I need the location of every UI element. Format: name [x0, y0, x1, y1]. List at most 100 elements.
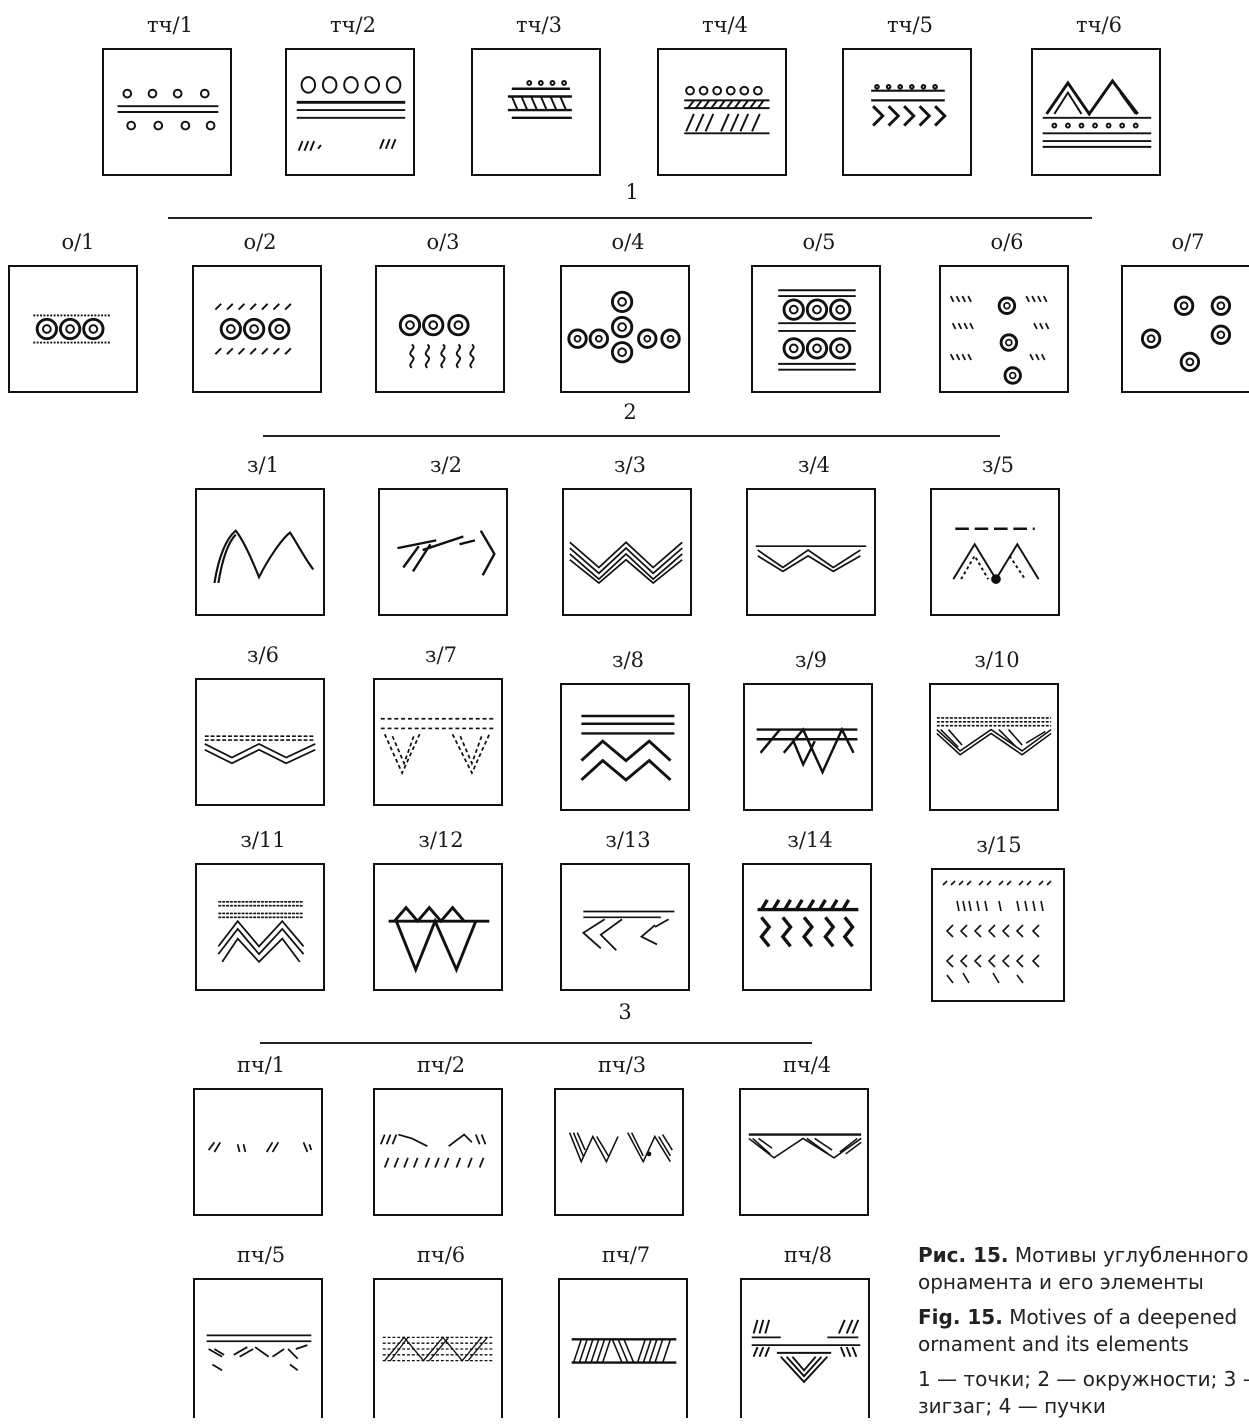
motif-label: о/2	[190, 227, 330, 257]
motif-tch-4: тч/4	[655, 10, 795, 180]
motif-label: тч/3	[469, 10, 609, 40]
motif-label: з/2	[376, 450, 516, 480]
motif-label: з/1	[193, 450, 333, 480]
motif-label: о/7	[1118, 227, 1249, 257]
motif-z-11: з/11	[193, 825, 333, 995]
motif-tch-3: тч/3	[469, 10, 609, 180]
motif-drawing	[929, 683, 1059, 811]
motif-o-5: о/5	[749, 227, 889, 397]
motif-label: пч/6	[371, 1240, 511, 1270]
motif-label: з/8	[558, 645, 698, 675]
motif-drawing	[842, 48, 972, 176]
motif-drawing	[373, 863, 503, 991]
caption-legend: 1 — точки; 2 — окружности; 3 — зигзаг; 4…	[918, 1366, 1249, 1420]
motif-label: тч/1	[100, 10, 240, 40]
motif-label: пч/5	[191, 1240, 331, 1270]
motif-drawing	[195, 863, 325, 991]
motif-label: тч/2	[283, 10, 423, 40]
caption-ru-prefix: Рис. 15.	[918, 1243, 1009, 1267]
caption-english: Fig. 15. Motives of a deepened ornament …	[918, 1304, 1249, 1358]
motif-o-6: о/6	[937, 227, 1077, 397]
motif-label: тч/5	[840, 10, 980, 40]
motif-label: о/5	[749, 227, 889, 257]
motif-label: о/4	[558, 227, 698, 257]
motif-drawing	[931, 868, 1065, 1002]
motif-label: пч/3	[552, 1050, 692, 1080]
motif-z-3: з/3	[560, 450, 700, 620]
motif-z-8: з/8	[558, 645, 698, 815]
motif-label: з/4	[744, 450, 884, 480]
motif-drawing	[746, 488, 876, 616]
motif-drawing	[373, 1088, 503, 1216]
motif-drawing	[195, 488, 325, 616]
motif-label: тч/4	[655, 10, 795, 40]
motif-label: з/7	[371, 640, 511, 670]
motif-label: тч/6	[1029, 10, 1169, 40]
motif-label: пч/1	[191, 1050, 331, 1080]
motif-z-10: з/10	[927, 645, 1067, 815]
motif-z-2: з/2	[376, 450, 516, 620]
motif-label: з/14	[740, 825, 880, 855]
motif-label: з/12	[371, 825, 511, 855]
motif-drawing	[193, 1278, 323, 1418]
motif-drawing	[743, 683, 873, 811]
motif-label: пч/7	[556, 1240, 696, 1270]
motif-label: з/11	[193, 825, 333, 855]
motif-z-15: з/15	[929, 830, 1069, 1000]
group-number-1: 1	[612, 180, 652, 204]
motif-pch-6: пч/6	[371, 1240, 511, 1409]
motif-drawing	[195, 678, 325, 806]
motif-drawing	[558, 1278, 688, 1418]
motif-pch-4: пч/4	[737, 1050, 877, 1220]
motif-label: з/15	[929, 830, 1069, 860]
figure-caption: Рис. 15. Мотивы углубленного орнамента и…	[918, 1242, 1249, 1428]
motif-z-9: з/9	[741, 645, 881, 815]
motif-label: о/1	[8, 227, 148, 257]
motif-label: з/3	[560, 450, 700, 480]
motif-label: пч/8	[738, 1240, 878, 1270]
motif-drawing	[739, 1088, 869, 1216]
motif-drawing	[373, 1278, 503, 1418]
motif-pch-8: пч/8	[738, 1240, 878, 1409]
motif-pch-1: пч/1	[191, 1050, 331, 1220]
motif-drawing	[930, 488, 1060, 616]
motif-label: о/6	[937, 227, 1077, 257]
motif-label: з/10	[927, 645, 1067, 675]
motif-pch-5: пч/5	[191, 1240, 331, 1409]
motif-drawing	[751, 265, 881, 393]
motif-drawing	[192, 265, 322, 393]
motif-drawing	[740, 1278, 870, 1418]
motif-z-14: з/14	[740, 825, 880, 995]
motif-label: з/5	[928, 450, 1068, 480]
motif-tch-2: тч/2	[283, 10, 423, 180]
motif-drawing	[1031, 48, 1161, 176]
motif-pch-3: пч/3	[552, 1050, 692, 1220]
group-number-3: 3	[605, 1000, 645, 1024]
motif-drawing	[8, 265, 138, 393]
motif-drawing	[562, 488, 692, 616]
motif-o-2: о/2	[190, 227, 330, 397]
motif-drawing	[554, 1088, 684, 1216]
motif-z-5: з/5	[928, 450, 1068, 620]
group-number-2: 2	[610, 400, 650, 424]
motif-pch-7: пч/7	[556, 1240, 696, 1409]
caption-en-prefix: Fig. 15.	[918, 1305, 1003, 1329]
motif-drawing	[939, 265, 1069, 393]
motif-drawing	[378, 488, 508, 616]
divider-line-1	[168, 217, 1092, 219]
motif-label: пч/4	[737, 1050, 877, 1080]
motif-drawing	[193, 1088, 323, 1216]
caption-russian: Рис. 15. Мотивы углубленного орнамента и…	[918, 1242, 1249, 1296]
divider-line-3	[260, 1042, 812, 1044]
motif-label: з/6	[193, 640, 333, 670]
motif-drawing	[657, 48, 787, 176]
motif-drawing	[560, 683, 690, 811]
motif-z-12: з/12	[371, 825, 511, 995]
motif-o-1: о/1	[8, 227, 148, 397]
motif-drawing	[375, 265, 505, 393]
divider-line-2	[263, 435, 1000, 437]
motif-drawing	[560, 863, 690, 991]
motif-pch-2: пч/2	[371, 1050, 511, 1220]
motif-o-4: о/4	[558, 227, 698, 397]
motif-drawing	[1121, 265, 1249, 393]
